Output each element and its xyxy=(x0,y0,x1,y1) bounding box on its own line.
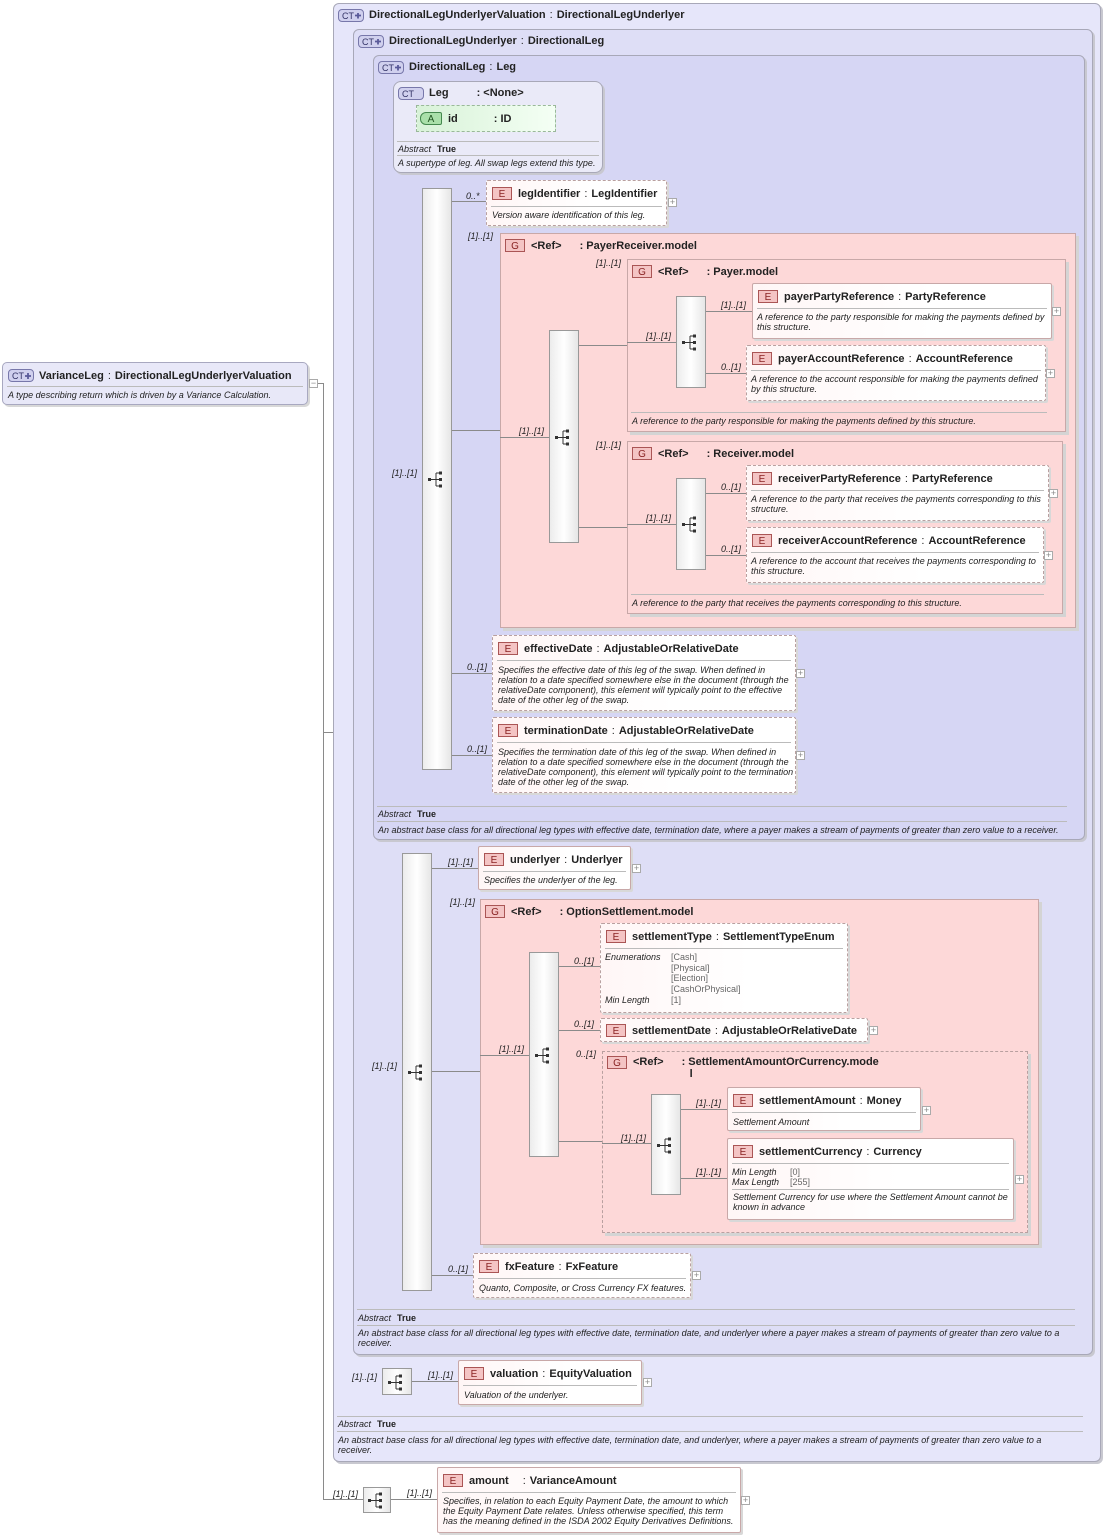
sequence-icon xyxy=(657,1137,671,1154)
sequence-compositor[interactable] xyxy=(382,1368,412,1395)
expand-icon[interactable]: + xyxy=(692,1270,701,1280)
group-badge-icon: G xyxy=(485,905,505,918)
sequence-compositor[interactable] xyxy=(651,1094,681,1195)
element-underlyer[interactable]: E underlyer : Underlyer Specifies the un… xyxy=(478,846,631,890)
element-settlement-currency[interactable]: E settlementCurrency : Currency Min Leng… xyxy=(727,1138,1014,1220)
expand-icon[interactable]: + xyxy=(668,197,677,207)
expand-icon[interactable]: + xyxy=(1044,550,1053,560)
element-badge-icon: E xyxy=(498,724,518,737)
expand-icon[interactable]: + xyxy=(741,1495,750,1505)
sequence-icon xyxy=(428,471,442,488)
ct2-doc: An abstract base class for all direction… xyxy=(358,1328,1060,1348)
element-amount[interactable]: E amount : VarianceAmount Specifies, in … xyxy=(437,1467,741,1533)
connector xyxy=(323,383,324,1500)
enum-list: [Cash] [Physical] [Election] [CashOrPhys… xyxy=(671,952,741,994)
element-badge-icon: E xyxy=(479,1260,499,1273)
element-badge-icon: E xyxy=(443,1474,463,1487)
complex-type-badge-icon: CT xyxy=(338,8,364,22)
expand-icon[interactable]: + xyxy=(922,1105,931,1115)
element-badge-icon: E xyxy=(492,187,512,200)
sequence-icon xyxy=(555,429,569,446)
root-complex-type[interactable]: CT VarianceLeg : DirectionalLegUnderlyer… xyxy=(2,362,308,405)
root-name: VarianceLeg xyxy=(39,369,104,382)
complex-type-badge-icon: CT xyxy=(378,60,404,74)
element-settlement-amount[interactable]: E settlementAmount : Money Settlement Am… xyxy=(727,1087,921,1131)
group-badge-icon: G xyxy=(632,265,652,278)
ct1-doc: An abstract base class for all direction… xyxy=(338,1435,1042,1455)
root-doc: A type describing return which is driven… xyxy=(8,390,271,400)
element-badge-icon: E xyxy=(464,1367,484,1380)
leg-doc: A supertype of leg. All swap legs extend… xyxy=(398,158,596,168)
element-badge-icon: E xyxy=(733,1145,753,1158)
element-payer-party-reference[interactable]: E payerPartyReference : PartyReference A… xyxy=(752,283,1052,339)
sequence-icon xyxy=(682,516,696,533)
group-badge-icon: G xyxy=(607,1056,627,1069)
sequence-icon xyxy=(682,334,696,351)
complex-type-badge-icon: CT xyxy=(8,369,34,382)
element-badge-icon: E xyxy=(606,1024,626,1037)
element-settlement-date[interactable]: E settlementDate : AdjustableOrRelativeD… xyxy=(600,1018,868,1042)
expand-icon[interactable]: + xyxy=(643,1377,652,1387)
sequence-icon xyxy=(388,1374,402,1391)
complex-type-badge-icon: CT xyxy=(398,86,424,100)
element-badge-icon: E xyxy=(752,534,772,547)
element-badge-icon: E xyxy=(758,290,778,303)
element-badge-icon: E xyxy=(498,642,518,655)
connector xyxy=(323,732,333,733)
expand-icon[interactable]: + xyxy=(796,750,805,760)
element-payer-account-reference[interactable]: E payerAccountReference : AccountReferen… xyxy=(746,345,1046,401)
attribute-id[interactable]: A id : ID xyxy=(416,105,556,132)
element-receiver-party-reference[interactable]: E receiverPartyReference : PartyReferenc… xyxy=(746,465,1049,521)
ct3-doc: An abstract base class for all direction… xyxy=(378,825,1059,835)
element-valuation[interactable]: E valuation : EquityValuation Valuation … xyxy=(458,1360,642,1405)
expand-icon[interactable]: + xyxy=(869,1025,878,1035)
element-receiver-account-reference[interactable]: E receiverAccountReference : AccountRefe… xyxy=(746,527,1044,583)
complex-type-badge-icon: CT xyxy=(358,34,384,48)
expand-icon[interactable]: + xyxy=(796,668,805,678)
element-effective-date[interactable]: E effectiveDate : AdjustableOrRelativeDa… xyxy=(492,635,796,711)
sequence-compositor[interactable] xyxy=(529,952,559,1157)
connector xyxy=(323,1499,363,1500)
group-badge-icon: G xyxy=(632,447,652,460)
element-leg-identifier[interactable]: E legIdentifier : LegIdentifier Version … xyxy=(486,180,667,226)
sequence-icon xyxy=(408,1064,422,1081)
attribute-badge-icon: A xyxy=(420,112,442,125)
expand-icon[interactable]: + xyxy=(632,863,641,873)
sequence-compositor[interactable] xyxy=(549,330,579,543)
sequence-icon xyxy=(368,1492,382,1509)
collapse-toggle-icon[interactable]: − xyxy=(309,378,318,388)
element-badge-icon: E xyxy=(484,853,504,866)
group-badge-icon: G xyxy=(505,239,525,252)
element-badge-icon: E xyxy=(733,1094,753,1107)
expand-icon[interactable]: + xyxy=(1046,368,1055,378)
element-badge-icon: E xyxy=(752,472,772,485)
element-badge-icon: E xyxy=(752,352,772,365)
element-fx-feature[interactable]: E fxFeature : FxFeature Quanto, Composit… xyxy=(473,1253,691,1298)
expand-icon[interactable]: + xyxy=(1052,306,1061,316)
element-termination-date[interactable]: E terminationDate : AdjustableOrRelative… xyxy=(492,717,796,793)
root-type: DirectionalLegUnderlyerValuation xyxy=(114,369,292,382)
element-settlement-type[interactable]: E settlementType : SettlementTypeEnum En… xyxy=(600,923,848,1013)
expand-icon[interactable]: + xyxy=(1015,1174,1024,1184)
element-badge-icon: E xyxy=(606,930,626,943)
sequence-icon xyxy=(535,1047,549,1064)
expand-icon[interactable]: + xyxy=(1049,488,1058,498)
